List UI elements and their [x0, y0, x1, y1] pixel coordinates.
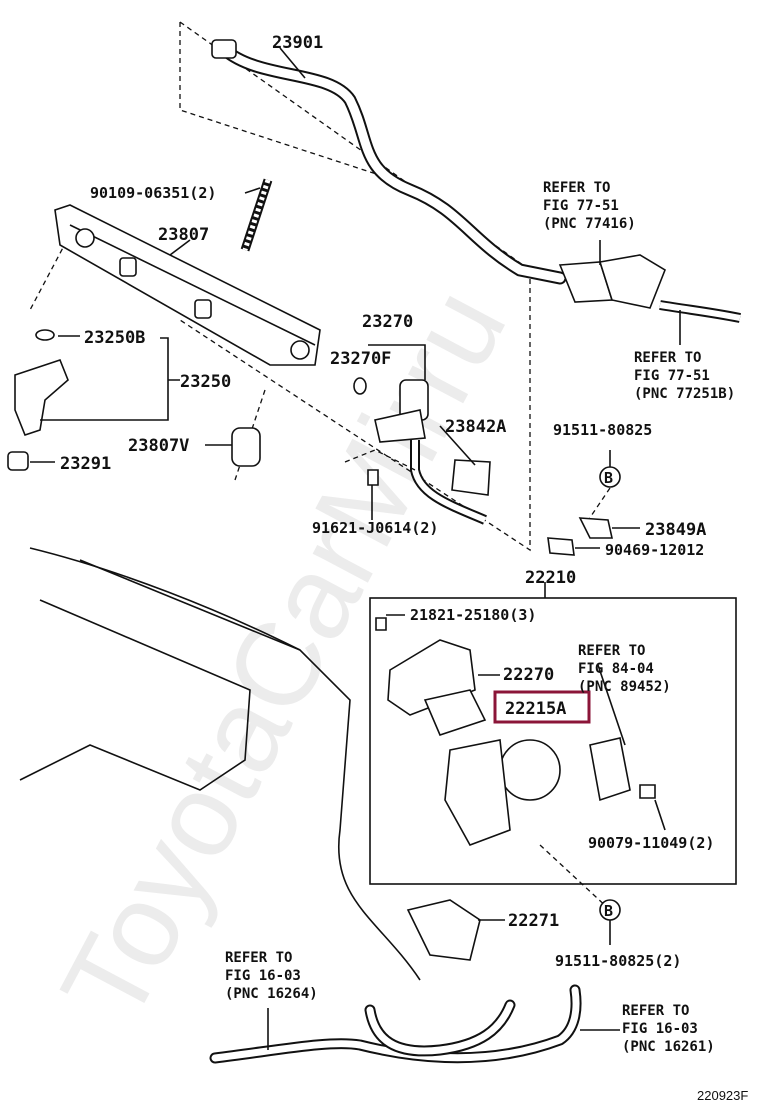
diagram-code: 220923F: [697, 1088, 748, 1103]
ref-b-label-2: B: [604, 902, 613, 920]
svg-text:(PNC 16264): (PNC 16264): [225, 986, 318, 1002]
throttle-body: [499, 739, 561, 801]
label-22271: 22271: [508, 911, 559, 931]
fuel-hose: [218, 43, 567, 285]
label-90469: 90469-12012: [605, 541, 704, 559]
refer-block-1: REFER TO FIG 77-51 (PNC 77416): [543, 180, 636, 232]
hose-end-fitting: [211, 39, 237, 59]
svg-text:REFER TO: REFER TO: [543, 180, 610, 196]
o-ring: [35, 329, 55, 341]
gasket-22271: [406, 899, 481, 961]
fuel-delivery-pipe: [54, 204, 321, 366]
svg-text:REFER TO: REFER TO: [578, 643, 645, 659]
label-91511-b: 91511-80825(2): [555, 952, 681, 970]
sensor-bracket: [578, 517, 613, 539]
highlight-box-22215A: [493, 690, 591, 724]
label-23807: 23807: [158, 225, 209, 245]
label-22210: 22210: [525, 568, 576, 588]
label-23291: 23291: [60, 454, 111, 474]
refer-block-2: REFER TO FIG 77-51 (PNC 77251B): [634, 350, 735, 402]
label-23807V: 23807V: [128, 436, 189, 456]
label-23270F: 23270F: [330, 349, 391, 369]
throttle-body-assy-box: [369, 597, 737, 885]
insulator: [231, 427, 261, 467]
label-23901: 23901: [272, 33, 323, 53]
label-23250B: 23250B: [84, 328, 145, 348]
label-91511-a: 91511-80825: [553, 421, 652, 439]
label-23270: 23270: [362, 312, 413, 332]
svg-text:FIG 77-51: FIG 77-51: [543, 198, 619, 214]
ref-b-label: B: [604, 469, 613, 487]
label-22215A[interactable]: 22215A: [505, 699, 566, 719]
fuel-injector: [14, 359, 69, 436]
label-91621: 91621-J0614(2): [312, 519, 438, 537]
label-90109: 90109-06351(2): [90, 184, 216, 202]
tps-sensor: [589, 737, 631, 802]
svg-text:(PNC 77416): (PNC 77416): [543, 216, 636, 232]
injector-seal: [7, 451, 29, 471]
label-21821: 21821-25180(3): [410, 606, 536, 624]
svg-text:(PNC 16261): (PNC 16261): [622, 1039, 715, 1055]
svg-text:(PNC 77251B): (PNC 77251B): [634, 386, 735, 402]
svg-text:(PNC 89452): (PNC 89452): [578, 679, 671, 695]
label-23849A: 23849A: [645, 520, 706, 540]
svg-text:REFER TO: REFER TO: [225, 950, 292, 966]
svg-text:FIG 16-03: FIG 16-03: [225, 968, 301, 984]
refer-block-5: REFER TO FIG 16-03 (PNC 16261): [622, 1003, 715, 1055]
refer-block-3: REFER TO FIG 84-04 (PNC 89452): [578, 643, 671, 695]
refer-block-4: REFER TO FIG 16-03 (PNC 16264): [225, 950, 318, 1002]
svg-text:REFER TO: REFER TO: [622, 1003, 689, 1019]
svg-text:REFER TO: REFER TO: [634, 350, 701, 366]
dashed-outline: [179, 21, 531, 552]
throttle-gasket-22215A: [423, 689, 487, 736]
vsv-bracket: [451, 459, 491, 496]
svg-text:FIG 16-03: FIG 16-03: [622, 1021, 698, 1037]
label-23250: 23250: [180, 372, 231, 392]
svg-text:FIG 77-51: FIG 77-51: [634, 368, 710, 384]
label-23842A: 23842A: [445, 417, 506, 437]
label-90079: 90079-11049(2): [588, 834, 714, 852]
svg-text:FIG 84-04: FIG 84-04: [578, 661, 654, 677]
label-22270: 22270: [503, 665, 554, 685]
